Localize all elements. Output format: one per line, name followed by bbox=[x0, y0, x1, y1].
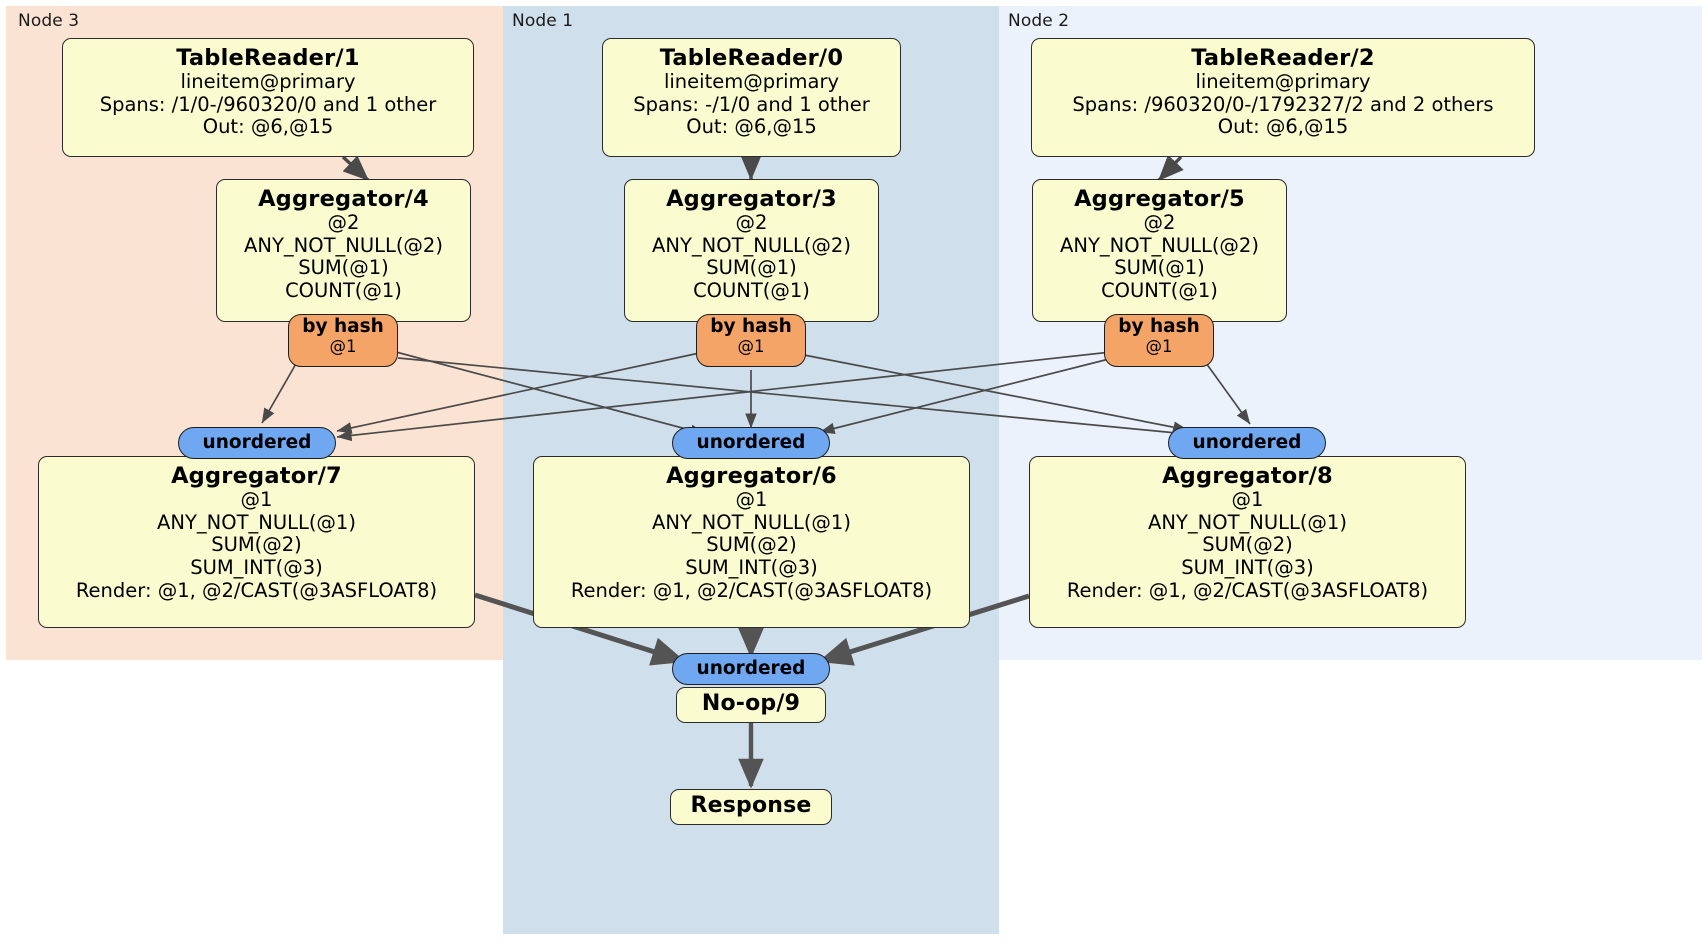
processor-line: Out: @6,@15 bbox=[202, 115, 334, 139]
processor-line: SUM(@2) bbox=[211, 533, 302, 557]
processor-line: SUM(@1) bbox=[706, 256, 797, 280]
processor-aggregator-4[interactable]: Aggregator/4 @2 ANY_NOT_NULL(@2) SUM(@1)… bbox=[216, 179, 471, 322]
processor-line: lineitem@primary bbox=[180, 70, 356, 94]
processor-title: TableReader/0 bbox=[659, 45, 844, 71]
router-by-hash-left[interactable]: by hash @1 bbox=[288, 314, 398, 367]
router-by-hash-right[interactable]: by hash @1 bbox=[1104, 314, 1214, 367]
processor-line: SUM_INT(@3) bbox=[685, 555, 818, 579]
processor-title: Aggregator/5 bbox=[1074, 186, 1245, 212]
synchronizer-unordered-mid[interactable]: unordered bbox=[672, 427, 830, 459]
processor-aggregator-3[interactable]: Aggregator/3 @2 ANY_NOT_NULL(@2) SUM(@1)… bbox=[624, 179, 879, 322]
processor-line: COUNT(@1) bbox=[1101, 278, 1218, 302]
router-column-label: @1 bbox=[1145, 336, 1173, 356]
processor-title: Aggregator/3 bbox=[666, 186, 837, 212]
processor-title: TableReader/1 bbox=[176, 45, 360, 71]
processor-line: Render: @1, @2/CAST(@3ASFLOAT8) bbox=[75, 578, 438, 602]
panel-node1-label: Node 1 bbox=[512, 11, 574, 31]
synchronizer-label: unordered bbox=[202, 432, 312, 453]
processor-line: SUM(@1) bbox=[1114, 256, 1205, 280]
synchronizer-label: unordered bbox=[696, 658, 806, 679]
processor-line: SUM(@1) bbox=[298, 256, 389, 280]
processor-tablereader-2[interactable]: TableReader/2 lineitem@primary Spans: /9… bbox=[1031, 38, 1535, 157]
router-type-label: by hash bbox=[302, 316, 384, 337]
router-type-label: by hash bbox=[710, 316, 792, 337]
processor-line: ANY_NOT_NULL(@2) bbox=[652, 233, 851, 257]
processor-line: @1 bbox=[240, 488, 273, 512]
synchronizer-label: unordered bbox=[696, 432, 806, 453]
processor-title: No-op/9 bbox=[701, 691, 801, 716]
router-type-label: by hash bbox=[1118, 316, 1200, 337]
processor-response[interactable]: Response bbox=[670, 789, 832, 825]
processor-title: Aggregator/7 bbox=[171, 463, 342, 489]
processor-line: Spans: /1/0-/960320/0 and 1 other bbox=[99, 92, 437, 116]
processor-tablereader-0[interactable]: TableReader/0 lineitem@primary Spans: -/… bbox=[602, 38, 901, 157]
processor-title: Aggregator/8 bbox=[1162, 463, 1333, 489]
synchronizer-label: unordered bbox=[1192, 432, 1302, 453]
processor-line: ANY_NOT_NULL(@1) bbox=[652, 510, 851, 534]
panel-node3-label: Node 3 bbox=[18, 11, 80, 31]
processor-aggregator-5[interactable]: Aggregator/5 @2 ANY_NOT_NULL(@2) SUM(@1)… bbox=[1032, 179, 1287, 322]
synchronizer-unordered-left[interactable]: unordered bbox=[178, 427, 336, 459]
processor-line: Render: @1, @2/CAST(@3ASFLOAT8) bbox=[570, 578, 933, 602]
processor-noop-9[interactable]: No-op/9 bbox=[676, 687, 826, 723]
processor-line: @2 bbox=[327, 211, 360, 235]
router-column-label: @1 bbox=[737, 336, 765, 356]
processor-line: Spans: /960320/0-/1792327/2 and 2 others bbox=[1072, 92, 1494, 116]
processor-line: SUM_INT(@3) bbox=[190, 555, 323, 579]
processor-line: @1 bbox=[735, 488, 768, 512]
processor-aggregator-6[interactable]: Aggregator/6 @1 ANY_NOT_NULL(@1) SUM(@2)… bbox=[533, 456, 970, 628]
processor-line: SUM(@2) bbox=[1202, 533, 1293, 557]
processor-title: Response bbox=[690, 793, 812, 818]
processor-tablereader-1[interactable]: TableReader/1 lineitem@primary Spans: /1… bbox=[62, 38, 474, 157]
processor-line: COUNT(@1) bbox=[693, 278, 810, 302]
processor-line: Out: @6,@15 bbox=[686, 115, 817, 139]
processor-title: Aggregator/6 bbox=[666, 463, 837, 489]
processor-line: ANY_NOT_NULL(@1) bbox=[1148, 510, 1347, 534]
processor-line: @1 bbox=[1231, 488, 1264, 512]
processor-aggregator-7[interactable]: Aggregator/7 @1 ANY_NOT_NULL(@1) SUM(@2)… bbox=[38, 456, 475, 628]
router-column-label: @1 bbox=[329, 336, 357, 356]
processor-line: COUNT(@1) bbox=[285, 278, 402, 302]
processor-line: lineitem@primary bbox=[1195, 70, 1371, 94]
processor-line: Out: @6,@15 bbox=[1217, 115, 1349, 139]
processor-line: SUM_INT(@3) bbox=[1181, 555, 1314, 579]
panel-node2-label: Node 2 bbox=[1008, 11, 1070, 31]
processor-line: lineitem@primary bbox=[663, 70, 840, 94]
processor-aggregator-8[interactable]: Aggregator/8 @1 ANY_NOT_NULL(@1) SUM(@2)… bbox=[1029, 456, 1466, 628]
processor-line: ANY_NOT_NULL(@2) bbox=[1060, 233, 1259, 257]
processor-line: SUM(@2) bbox=[706, 533, 797, 557]
synchronizer-unordered-final[interactable]: unordered bbox=[672, 653, 830, 685]
processor-title: TableReader/2 bbox=[1191, 45, 1375, 71]
processor-line: Spans: -/1/0 and 1 other bbox=[633, 92, 870, 116]
processor-line: @2 bbox=[1143, 211, 1176, 235]
synchronizer-unordered-right[interactable]: unordered bbox=[1168, 427, 1326, 459]
processor-line: ANY_NOT_NULL(@2) bbox=[244, 233, 443, 257]
processor-line: @2 bbox=[735, 211, 768, 235]
processor-title: Aggregator/4 bbox=[258, 186, 429, 212]
router-by-hash-mid[interactable]: by hash @1 bbox=[696, 314, 806, 367]
processor-line: Render: @1, @2/CAST(@3ASFLOAT8) bbox=[1066, 578, 1429, 602]
processor-line: ANY_NOT_NULL(@1) bbox=[157, 510, 356, 534]
